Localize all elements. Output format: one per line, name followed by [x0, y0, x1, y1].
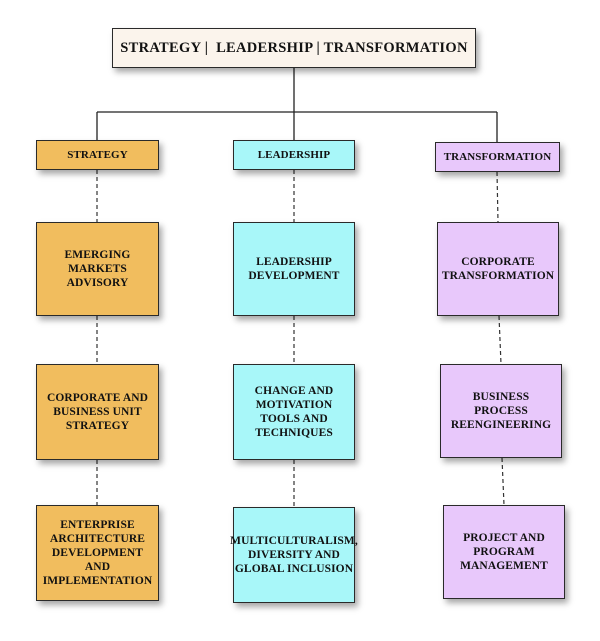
node-project-program-management: PROJECT AND PROGRAM MANAGEMENT — [443, 505, 565, 599]
dash-t-3 — [501, 457, 505, 506]
root-label: STRATEGY | LEADERSHIP | TRANSFORMATION — [120, 40, 468, 56]
node-label: CORPORATE TRANSFORMATION — [441, 256, 555, 282]
header-label: LEADERSHIP — [257, 149, 331, 161]
node-business-process-reengineering: BUSINESS PROCESS REENGINEERING — [440, 364, 562, 458]
dash-t-1 — [496, 171, 499, 223]
root-node: STRATEGY | LEADERSHIP | TRANSFORMATION — [112, 28, 476, 68]
node-label: CHANGE AND MOTIVATION TOOLS AND TECHNIQU… — [254, 385, 334, 439]
node-enterprise-architecture: ENTERPRISE ARCHITECTURE DEVELOPMENT AND … — [36, 505, 159, 601]
header-label: STRATEGY — [67, 149, 128, 161]
node-label: LEADERSHIP DEVELOPMENT — [248, 256, 340, 282]
node-corporate-transformation: CORPORATE TRANSFORMATION — [437, 222, 559, 316]
node-multiculturalism-diversity: MULTICULTURALISM, DIVERSITY AND GLOBAL I… — [230, 507, 358, 603]
node-change-motivation-tools: CHANGE AND MOTIVATION TOOLS AND TECHNIQU… — [233, 364, 355, 460]
node-label: CORPORATE AND BUSINESS UNIT STRATEGY — [46, 392, 149, 432]
dash-t-2 — [498, 315, 502, 365]
node-emerging-markets-advisory: EMERGING MARKETS ADVISORY — [36, 222, 159, 316]
node-label: ENTERPRISE ARCHITECTURE DEVELOPMENT AND … — [42, 519, 153, 587]
node-label: BUSINESS PROCESS REENGINEERING — [450, 391, 552, 431]
header-leadership: LEADERSHIP — [233, 140, 355, 170]
node-label: MULTICULTURALISM, DIVERSITY AND GLOBAL I… — [230, 535, 358, 575]
node-corporate-business-unit-strategy: CORPORATE AND BUSINESS UNIT STRATEGY — [36, 364, 159, 460]
header-transformation: TRANSFORMATION — [435, 142, 560, 172]
node-leadership-development: LEADERSHIP DEVELOPMENT — [233, 222, 355, 316]
node-label: EMERGING MARKETS ADVISORY — [64, 249, 131, 289]
header-label: TRANSFORMATION — [443, 151, 552, 163]
header-strategy: STRATEGY — [36, 140, 159, 170]
node-label: PROJECT AND PROGRAM MANAGEMENT — [460, 532, 548, 572]
